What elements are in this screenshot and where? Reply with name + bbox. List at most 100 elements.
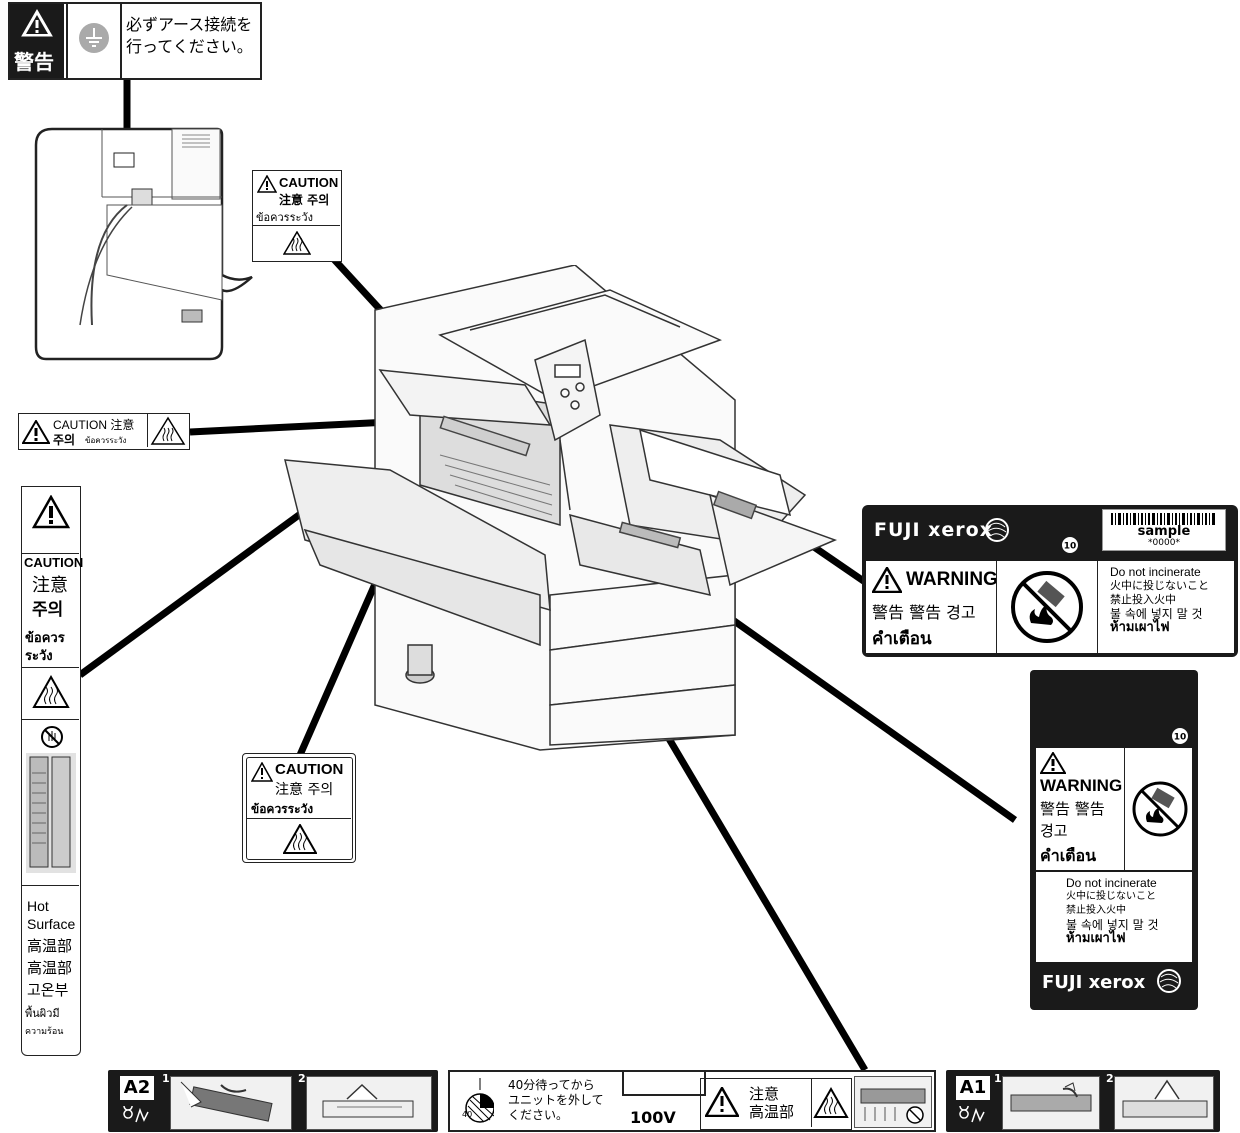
no-fire-cell — [996, 561, 1098, 653]
svg-text:10: 10 — [1064, 542, 1077, 552]
caution-label-fuser-top: CAUTION 注意 주의 ข้อควรระวัง — [252, 170, 342, 262]
step-number-1: 1 — [994, 1072, 1002, 1085]
hot-surface-icon — [811, 1079, 850, 1127]
step-1-illustration — [1002, 1076, 1100, 1130]
caution-label-vertical: CAUTION 注意 주의 ข้อควร ระวัง Hot Surface 高… — [21, 486, 81, 1056]
incinerate-text-ja: 火中に投じないこと — [1066, 890, 1159, 904]
wait-line-1: 40分待ってから — [508, 1078, 604, 1093]
hot-surface-icon — [283, 824, 317, 854]
incinerate-text: Do not incinerate 火中に投じないこと 禁止投入火中 불 속에 … — [1110, 565, 1209, 635]
barcode-sample-text: sample — [1103, 524, 1225, 539]
timer-icon — [454, 1076, 494, 1126]
caution-text-cjk: 注意 주의 — [279, 191, 329, 208]
hot-text-6: พื้นผิวมี — [25, 1005, 63, 1023]
hot-surface-icon — [147, 414, 188, 447]
barcode-sticker: sample *0000* — [1102, 509, 1226, 551]
ground-icon — [78, 22, 110, 54]
recycle-10-icon: 10 — [1170, 726, 1190, 746]
svg-text:10: 10 — [1174, 733, 1187, 743]
incinerate-text-th: ห้ามเผาไฟ — [1110, 621, 1209, 635]
caution-text-thai: ข้อควรระวัง — [251, 800, 313, 819]
warning-triangle-icon — [257, 175, 277, 193]
warning-text-cjk: 警告 警告 경고 — [872, 599, 976, 623]
warning-triangle-icon — [1040, 752, 1066, 774]
incinerate-text-th: ห้ามเผาไฟ — [1066, 932, 1159, 946]
ground-text: 必ずアース接続を 行ってください。 — [126, 14, 253, 58]
caution-text-cjk: 注意 주의 — [275, 779, 333, 799]
hot-text-2: Surface — [27, 915, 75, 933]
hot-surface-text: Hot Surface — [27, 897, 75, 933]
drum-warning-top: WARNING 警告 警告 경고 คำเตือน — [1036, 748, 1192, 870]
wait-line-3: ください。 — [508, 1108, 604, 1123]
wait-line-2: ユニットを外して — [508, 1093, 604, 1108]
jam-icon — [958, 1106, 988, 1128]
hot-surface-box: 注意 高温部 — [700, 1078, 852, 1130]
caution-text-ja: 注意 — [32, 571, 68, 597]
warning-text-thai: คำเตือน — [872, 625, 932, 652]
hot-surface-icon — [283, 231, 311, 255]
warning-text-thai: คำเตือน — [1040, 844, 1096, 869]
hot-text-2: 高温部 — [749, 1103, 794, 1121]
caution-text: CAUTION — [24, 555, 83, 570]
toner-warning-label: FUJI xerox 10 sample *0000* WARNING 警告 警… — [862, 505, 1238, 657]
instruction-strip-center: 40 40分待ってから ユニットを外して ください。 100V 注意 高温部 — [448, 1070, 936, 1132]
brand-logo-text: FUJI xerox — [1042, 972, 1145, 993]
warning-triangle-icon — [32, 495, 70, 529]
drum-warning-label: 10 WARNING 警告 警告 경고 คำเตือน Do not incin… — [1030, 670, 1198, 1010]
step-number-2: 2 — [1106, 1072, 1114, 1085]
no-touch-icon — [40, 725, 64, 749]
caution-label-horizontal: CAUTION 注意 주의 ข้อควรระวัง — [18, 413, 190, 450]
instruction-strip-a2: A2 1 2 — [108, 1070, 438, 1132]
ground-symbol-cell — [66, 4, 122, 78]
hot-text-1: 注意 — [749, 1085, 794, 1103]
toner-warning-body: WARNING 警告 警告 경고 คำเตือน Do not incinera… — [866, 561, 1234, 653]
step-code-a1: A1 — [956, 1076, 990, 1100]
warning-text-ko: 경고 — [1040, 820, 1068, 841]
rear-view-inset — [32, 125, 256, 365]
caution-text: CAUTION — [279, 175, 338, 190]
warning-text-cjk: 警告 警告 — [1040, 798, 1105, 819]
recycle-10-icon: 10 — [1060, 535, 1080, 555]
incinerate-text: Do not incinerate 火中に投じないこと 禁止投入火中 불 속에 … — [1066, 876, 1159, 946]
warning-triangle-icon — [705, 1087, 739, 1117]
no-incinerate-icon — [1009, 569, 1085, 645]
no-incinerate-icon — [1131, 780, 1189, 838]
incinerate-text-ko: 불 속에 넣지 말 것 — [1110, 607, 1209, 621]
hot-text-3: 高温部 — [27, 935, 72, 957]
timer-number: 40 — [462, 1110, 472, 1119]
step-number-2: 2 — [298, 1072, 306, 1085]
incinerate-text-en: Do not incinerate — [1110, 565, 1209, 579]
hot-text-5: 고온부 — [27, 979, 72, 1001]
brand-sphere-icon — [1156, 968, 1182, 994]
step-1-illustration — [170, 1076, 292, 1130]
caution-text-thai-2: ระวัง — [25, 645, 53, 666]
incinerate-text-ja: 火中に投じないこと — [1110, 579, 1209, 593]
instruction-strip-a1: A1 1 2 — [946, 1070, 1220, 1132]
hot-surface-text-cjk: 高温部 高温部 고온부 — [27, 935, 72, 1001]
hot-text-4: 高温部 — [27, 957, 72, 979]
jam-icon — [122, 1106, 152, 1128]
hot-surface-icon — [32, 675, 70, 709]
step-number-1: 1 — [162, 1072, 170, 1085]
warning-block: 警告 — [10, 4, 64, 78]
ground-text-line1: 必ずアース接続を — [126, 14, 253, 36]
brand-logo-text: FUJI xerox — [874, 519, 993, 541]
fuser-touch-illustration — [854, 1076, 932, 1128]
fuser-illustration — [26, 753, 76, 873]
warning-text: 警告 — [14, 46, 54, 75]
no-fire-cell — [1124, 748, 1193, 870]
hot-text: 注意 高温部 — [749, 1085, 794, 1121]
warning-triangle-icon — [251, 762, 273, 782]
step-2-illustration — [1114, 1076, 1214, 1130]
caution-text-korean: 주의 — [53, 431, 75, 448]
barcode-code: *0000* — [1103, 538, 1225, 548]
caution-text-thai: ข้อควรระวัง — [85, 434, 126, 447]
drum-warning-bottom: Do not incinerate 火中に投じないこと 禁止投入火中 불 속에 … — [1036, 872, 1192, 962]
step-code-a2: A2 — [120, 1076, 154, 1100]
warning-triangle-icon — [872, 567, 902, 593]
hot-surface-text-thai: พื้นผิวมี ความร้อน — [25, 1005, 63, 1041]
warning-triangle-icon — [22, 420, 50, 444]
incinerate-text-zh: 禁止投入火中 — [1110, 593, 1209, 607]
caution-text-thai: ข้อควรระวัง — [256, 208, 313, 226]
caution-text: CAUTION — [275, 761, 343, 778]
